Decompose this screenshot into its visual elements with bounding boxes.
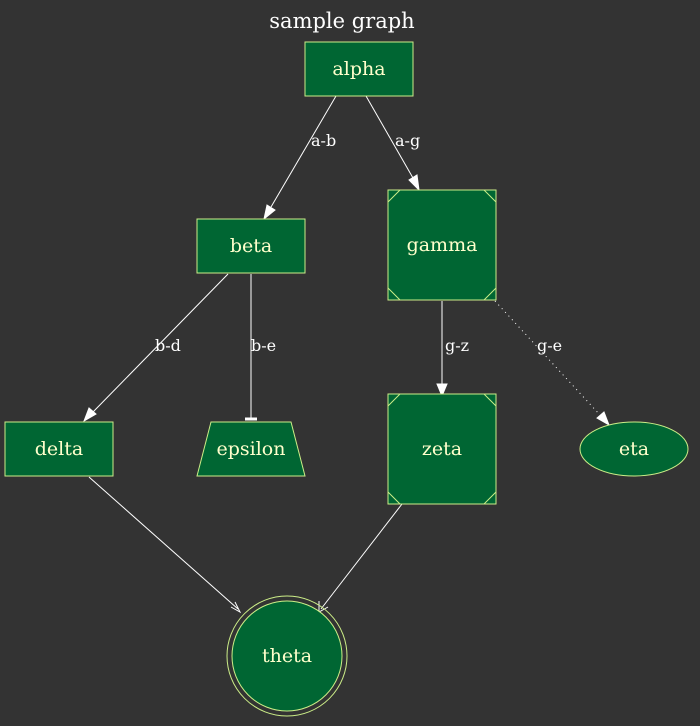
node-delta[interactable]: delta	[4, 421, 114, 477]
edge-g-z: g-z	[436, 301, 469, 398]
node-label-alpha: alpha	[332, 58, 385, 80]
node-label-eta: eta	[619, 438, 649, 460]
graph-title: sample graph	[269, 9, 414, 33]
edge-label-a-b: a-b	[311, 131, 336, 150]
edge-label-g-e: g-e	[537, 336, 562, 355]
node-label-zeta: zeta	[422, 438, 462, 460]
edge-label-b-e: b-e	[251, 336, 276, 355]
edge-label-g-z: g-z	[445, 336, 469, 355]
edge-label-a-g: a-g	[395, 131, 420, 150]
edge-z-t	[318, 503, 403, 613]
node-beta[interactable]: beta	[196, 218, 306, 274]
edge-b-e: b-e	[245, 274, 276, 421]
edge-a-g: a-g	[365, 95, 420, 192]
node-label-delta: delta	[35, 438, 83, 460]
node-epsilon[interactable]: epsilon	[196, 421, 306, 477]
node-zeta[interactable]: zeta	[387, 393, 497, 505]
node-label-theta: theta	[262, 645, 312, 667]
node-gamma[interactable]: gamma	[387, 189, 497, 301]
edge-label-b-d: b-d	[155, 336, 181, 355]
node-alpha[interactable]: alpha	[304, 41, 414, 97]
node-theta[interactable]: theta	[226, 595, 348, 717]
node-label-epsilon: epsilon	[217, 438, 286, 460]
edge-b-d: b-d	[83, 273, 229, 423]
node-eta[interactable]: eta	[579, 421, 689, 477]
edge-a-b: a-b	[263, 95, 337, 221]
edge-g-e: g-e	[494, 300, 610, 427]
node-label-beta: beta	[230, 235, 272, 257]
node-label-gamma: gamma	[407, 234, 478, 256]
edge-d-t	[88, 476, 242, 614]
